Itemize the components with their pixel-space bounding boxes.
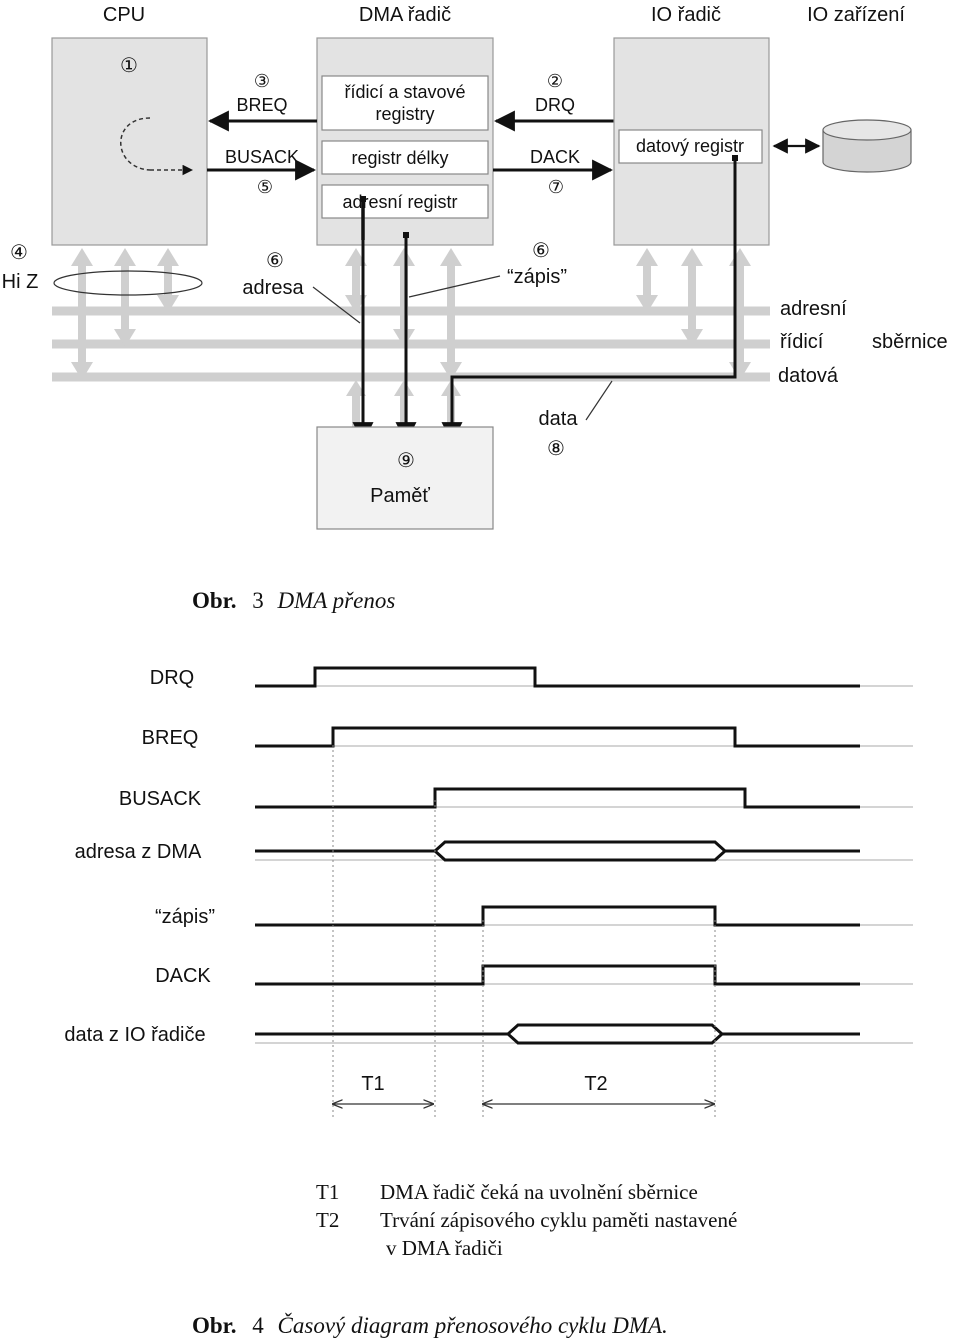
memory-label: Paměť — [370, 485, 430, 507]
drq-label: DRQ — [535, 95, 575, 115]
hiz-ellipse — [53, 270, 203, 296]
fig4-caption-obr: Obr. — [192, 1313, 237, 1338]
signal-label-0: DRQ — [150, 667, 194, 689]
step-9-marker: ⑨ — [397, 450, 415, 472]
timing-diagram: DRQ BREQ BUSACK adresa z DMA “zápis” DACK data… — [64, 666, 913, 1046]
address-register — [321, 184, 489, 219]
data-register-tap — [732, 155, 738, 161]
control-status-registers-label-2: registry — [375, 104, 434, 124]
signal-label-3: adresa z DMA — [75, 841, 202, 863]
data-register-label: datový registr — [636, 136, 744, 156]
step-6b-marker: ⑥ — [532, 240, 550, 262]
step-6a-marker: ⑥ — [266, 250, 284, 272]
cpu-box — [51, 37, 208, 246]
fig4-caption: Obr. 4 Časový diagram přenosového cyklu … — [192, 1312, 668, 1338]
legend-t2-text-cont: v DMA řadiči — [386, 1236, 503, 1260]
memory-box — [316, 426, 494, 530]
t2-label: T2 — [584, 1073, 607, 1095]
step-8-marker: ⑧ — [547, 438, 565, 460]
signal-waveform-3 — [255, 840, 860, 862]
adresa-label: adresa — [242, 277, 304, 299]
signal-label-1: BREQ — [142, 727, 199, 749]
step-4-marker: ④ — [10, 242, 28, 264]
step-3-marker: ③ — [254, 71, 270, 91]
step-1-marker: ① — [120, 55, 138, 77]
busack-label: BUSACK — [225, 147, 299, 167]
legend-t1-key: T1 — [316, 1180, 339, 1204]
write-signal-tap — [403, 232, 409, 238]
adresa-pointer — [312, 286, 361, 324]
zapis-label: “zápis” — [507, 266, 567, 288]
signal-waveform-0 — [255, 666, 860, 688]
address-register-tap — [360, 196, 366, 202]
io-device-header: IO zařízení — [807, 4, 905, 26]
fig3-caption-text: DMA přenos — [277, 588, 396, 613]
bus-adresni-label: adresní — [780, 298, 847, 320]
fig4-caption-num: 4 — [252, 1313, 264, 1338]
disk-icon — [822, 119, 912, 173]
dma-controller-header: DMA řadič — [359, 4, 451, 26]
cpu-internal-dashed-path — [120, 117, 151, 171]
step-5-marker: ⑤ — [257, 177, 273, 197]
fig3-caption-obr: Obr. — [192, 588, 237, 613]
data-label: data — [539, 408, 579, 430]
signal-waveform-2 — [255, 787, 860, 809]
data-pointer — [585, 380, 613, 421]
length-register — [321, 140, 489, 175]
legend-t2-key: T2 — [316, 1208, 339, 1232]
legend-t1-text: DMA řadič čeká na uvolnění sběrnice — [380, 1180, 698, 1204]
signal-label-5: DACK — [155, 965, 211, 987]
bus-datova-label: datová — [778, 365, 839, 387]
step-7-marker: ⑦ — [548, 177, 564, 197]
control-status-registers-label-1: řídicí a stavové — [344, 82, 465, 102]
signal-label-4: “zápis” — [155, 906, 215, 928]
t1-label: T1 — [361, 1073, 384, 1095]
fig3-caption: Obr. 3 DMA přenos — [192, 588, 395, 613]
bus-sbernice-label: sběrnice — [872, 331, 948, 353]
data-to-memory-path — [441, 158, 737, 444]
signal-waveform-5 — [255, 964, 860, 986]
signal-waveform-1 — [255, 726, 860, 748]
dack-label: DACK — [530, 147, 580, 167]
signal-label-2: BUSACK — [119, 788, 202, 810]
address-register-label: adresní registr — [342, 192, 457, 212]
length-register-label: registr délky — [351, 148, 448, 168]
cpu-header: CPU — [103, 4, 145, 26]
hiz-label: Hi Z — [2, 271, 39, 293]
signal-waveform-6 — [255, 1023, 860, 1045]
fig4-caption-text: Časový diagram přenosového cyklu DMA. — [278, 1312, 668, 1338]
control-status-registers — [321, 75, 489, 131]
bus-ridici-label: řídicí — [780, 331, 824, 353]
zapis-pointer — [408, 275, 501, 298]
io-controller-header: IO řadič — [651, 4, 721, 26]
fig3-caption-num: 3 — [252, 588, 264, 613]
bus-connection-arrows — [71, 248, 751, 428]
step-2-marker: ② — [547, 71, 563, 91]
breq-label: BREQ — [236, 95, 287, 115]
data-register — [618, 129, 763, 164]
signal-waveform-4 — [255, 905, 860, 927]
signal-label-6: data z IO řadiče — [64, 1024, 205, 1046]
legend-t2-text: Trvání zápisového cyklu paměti nastavené — [380, 1208, 737, 1232]
